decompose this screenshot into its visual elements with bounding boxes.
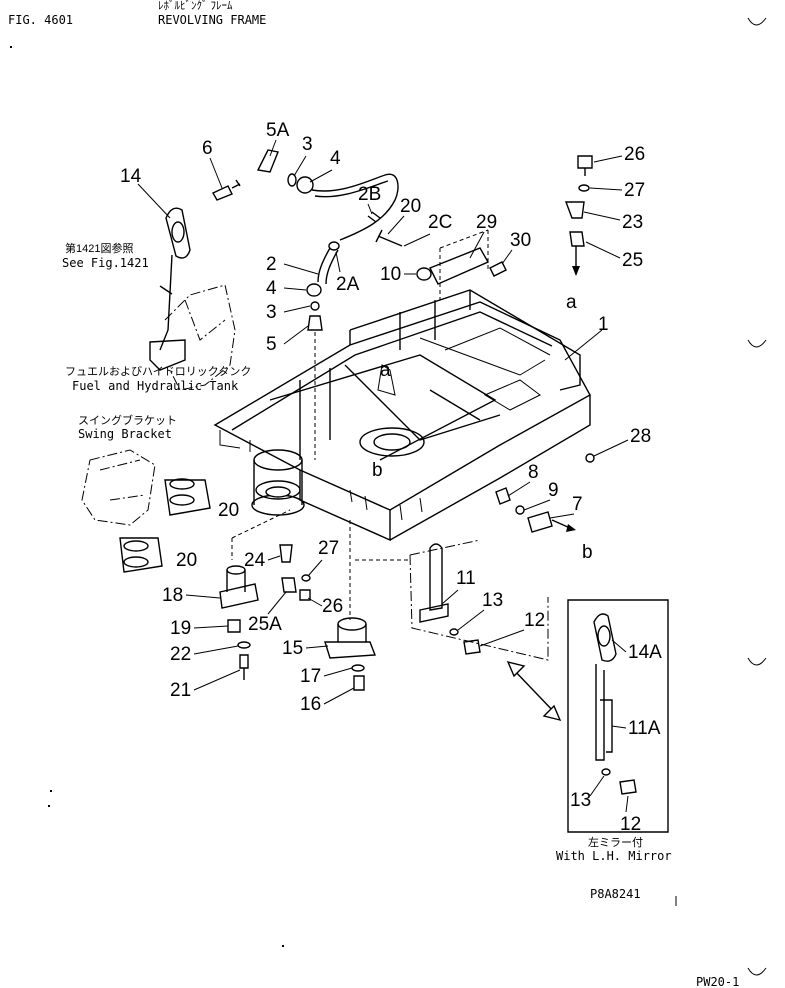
binding-hole-mark xyxy=(747,17,767,26)
marker-a-upper: a xyxy=(566,292,577,313)
part-label-19: 19 xyxy=(170,618,191,639)
part-label-23: 23 xyxy=(622,212,643,233)
ref-fig1421-jp: 第1421図参照 xyxy=(65,241,133,255)
part-label-14a: 14A xyxy=(628,642,662,663)
part-label-29: 29 xyxy=(476,212,497,233)
part-label-16: 16 xyxy=(300,694,321,715)
part-label-25a: 25A xyxy=(248,614,282,635)
part-label-5a: 5A xyxy=(266,120,290,141)
washer-27-upper xyxy=(578,184,590,192)
part-label-27-upper: 27 xyxy=(624,180,645,201)
mirror-option-label-jp: 左ミラー付 xyxy=(588,836,643,849)
step-box xyxy=(355,539,549,661)
figure-title: REVOLVING FRAME xyxy=(158,13,266,27)
plate-29 xyxy=(429,229,489,300)
part-label-2a: 2A xyxy=(336,274,360,295)
part-label-12: 12 xyxy=(524,610,545,631)
marker-b-frame: b xyxy=(372,460,383,481)
swing-bracket-label-jp: スイングブラケット xyxy=(78,413,177,427)
title-japanese: ﾚﾎﾞﾙﾋﾞﾝｸﾞ ﾌﾚｰﾑ xyxy=(158,0,233,12)
part-label-7: 7 xyxy=(572,494,583,515)
part-label-26-upper: 26 xyxy=(624,144,645,165)
washer-13 xyxy=(449,628,459,636)
part-label-4-lower: 4 xyxy=(266,278,277,299)
part-label-27-lower: 27 xyxy=(318,538,339,559)
pin-24 xyxy=(279,544,293,563)
part-label-13: 13 xyxy=(482,590,503,611)
fitting-25a xyxy=(281,577,297,593)
part-label-30: 30 xyxy=(510,230,531,251)
part-label-10: 10 xyxy=(380,264,401,285)
bearing-18 xyxy=(219,565,259,609)
double-arrow xyxy=(506,660,562,722)
fitting-19 xyxy=(227,619,241,633)
bolt-21 xyxy=(239,654,249,680)
bracket-7 xyxy=(527,511,576,533)
part-label-9: 9 xyxy=(548,480,559,501)
part-label-15: 15 xyxy=(282,638,303,659)
plug-28 xyxy=(585,453,595,463)
part-label-18: 18 xyxy=(162,585,183,606)
bearing-15 xyxy=(324,617,376,659)
part-label-3-top: 3 xyxy=(302,134,313,155)
pin-23 xyxy=(564,201,585,219)
part-label-2c: 2C xyxy=(428,212,452,233)
bolt-30 xyxy=(489,261,507,277)
marker-b-lower: b xyxy=(582,542,593,563)
bolt-26-upper xyxy=(577,155,593,176)
part-label-26-lower: 26 xyxy=(322,596,343,617)
marker-a-frame: a xyxy=(380,360,391,381)
binding-hole-mark xyxy=(747,657,767,666)
part-label-24: 24 xyxy=(244,550,266,571)
washer-27-lower xyxy=(301,574,311,582)
shim-20-upper xyxy=(164,478,211,516)
nut-10 xyxy=(416,267,432,281)
part-label-13-mirror: 13 xyxy=(570,790,591,811)
bolt-26-lower xyxy=(299,589,311,601)
mirror-top xyxy=(149,207,191,371)
part-label-4-top: 4 xyxy=(330,148,341,169)
part-label-8: 8 xyxy=(528,462,539,483)
bolt-16 xyxy=(353,675,365,691)
part-label-3-lower: 3 xyxy=(266,302,277,323)
part-label-12-mirror: 12 xyxy=(620,814,641,835)
part-label-2b: 2B xyxy=(358,184,381,205)
washer-22 xyxy=(237,641,251,649)
bolt-12 xyxy=(463,639,481,655)
part-label-25: 25 xyxy=(622,250,643,271)
figure-number: FIG. 4601 xyxy=(8,13,73,27)
ref-fig1421: See Fig.1421 xyxy=(62,256,149,270)
binding-hole-mark xyxy=(747,339,767,348)
part-label-21: 21 xyxy=(170,680,191,701)
mirror-option-label: With L.H. Mirror xyxy=(556,849,672,863)
tank-label: Fuel and Hydraulic Tank xyxy=(72,379,239,393)
part-label-28: 28 xyxy=(630,426,651,447)
part-label-22: 22 xyxy=(170,644,191,665)
tank-label-jp: フュエルおよびハイドロリックタンク xyxy=(65,365,251,378)
page-code: PW20-1 xyxy=(696,975,739,988)
part-label-17: 17 xyxy=(300,666,321,687)
main-frame xyxy=(213,289,591,542)
shim-20-lower xyxy=(119,537,163,573)
part-label-14: 14 xyxy=(120,166,142,187)
fitting-25 xyxy=(569,231,585,276)
drawing-code: P8A8241 xyxy=(590,887,641,901)
part-label-20-top: 20 xyxy=(400,196,421,217)
part-label-11a: 11A xyxy=(628,718,661,739)
part-label-11: 11 xyxy=(456,568,476,589)
binding-hole-mark xyxy=(747,967,767,976)
part-label-2: 2 xyxy=(266,254,277,275)
bolt-8 xyxy=(495,487,511,505)
part-label-20-lower: 20 xyxy=(176,550,197,571)
part-label-6: 6 xyxy=(202,138,213,159)
part-label-20-upper: 20 xyxy=(218,500,239,521)
part-label-5: 5 xyxy=(266,334,277,355)
washer-9 xyxy=(515,505,525,515)
part-label-1: 1 xyxy=(598,314,609,335)
washer-17 xyxy=(351,664,365,672)
hose-assembly xyxy=(212,149,403,460)
swing-bracket-label: Swing Bracket xyxy=(78,427,172,441)
